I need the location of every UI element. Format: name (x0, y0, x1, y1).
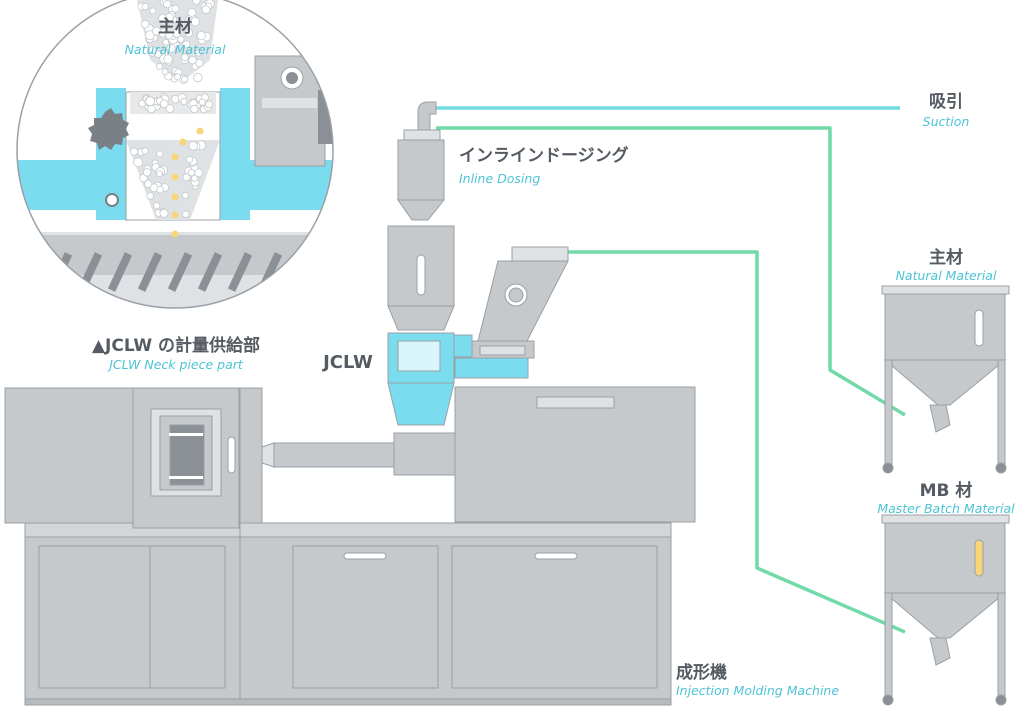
pellet (174, 73, 182, 81)
natural-label-en: Natural Material (896, 268, 997, 283)
labels: 主材 Natural Material 吸引 Suction インラインドージン… (92, 16, 1015, 698)
jclw-column (387, 101, 473, 426)
pellet (163, 0, 172, 9)
pellet (182, 173, 191, 182)
pellet (181, 191, 189, 199)
suction-label-jp: 吸引 (929, 92, 963, 112)
pellet (182, 40, 191, 49)
pellet (148, 45, 157, 54)
pellet (154, 50, 162, 58)
pellet (187, 7, 197, 17)
pellet (142, 168, 152, 177)
pellet (153, 202, 161, 210)
pellet (165, 104, 175, 113)
pellet (141, 2, 149, 11)
pellet (163, 54, 173, 64)
dosing-label-en: Inline Dosing (459, 171, 540, 186)
pellet (195, 58, 204, 68)
pellet (151, 26, 161, 36)
pellet (188, 141, 198, 151)
pellet (145, 96, 156, 107)
pellet (140, 19, 150, 29)
pellet (187, 168, 196, 177)
pellet (155, 62, 163, 70)
pellet (184, 28, 194, 38)
neck-label-en: JCLW Neck piece part (106, 357, 244, 372)
machine-label-jp: 成形機 (676, 662, 727, 683)
neck-label-jp: ▲JCLW の計量供給部 (92, 335, 260, 356)
pellet (133, 157, 143, 168)
mb-label-en: Master Batch Material (877, 501, 1015, 516)
pellet (156, 186, 164, 194)
jclw-label: JCLW (321, 352, 373, 373)
pellet (193, 72, 203, 83)
mb-feeder (454, 246, 569, 379)
pellet (194, 49, 202, 57)
inset-main-label-jp: 主材 (158, 16, 192, 37)
pellet (171, 4, 180, 13)
pellet (180, 97, 188, 105)
pipes (436, 106, 906, 634)
pellet (162, 38, 170, 46)
natural-label-jp: 主材 (929, 247, 963, 268)
pellet (149, 7, 157, 15)
pellet (166, 43, 176, 53)
pellet (172, 28, 182, 38)
injection-barrel (261, 432, 457, 476)
pellet (190, 104, 199, 114)
mb-material-tank (881, 514, 1010, 706)
natural-material-pipe (436, 126, 906, 417)
injection-unit (454, 386, 696, 523)
pellet (181, 53, 189, 62)
pellet (147, 104, 156, 114)
clamping-unit (4, 387, 263, 529)
dosing-label-jp: インラインドージング (459, 145, 629, 166)
pellet (205, 100, 214, 109)
inset-main-label-en: Natural Material (125, 42, 226, 57)
pellet (156, 150, 164, 158)
pellet (194, 168, 204, 178)
natural-material-tank (881, 285, 1010, 474)
inset-neck-view (16, 0, 334, 309)
pellet (201, 5, 211, 15)
pellet (181, 75, 189, 83)
pellet (144, 179, 153, 188)
pellet (196, 30, 206, 40)
pellet (141, 147, 149, 155)
pellet (182, 210, 190, 218)
pellet (159, 208, 169, 218)
pellet (188, 55, 197, 65)
mb-label-jp: MB 材 (920, 480, 973, 501)
pellet (156, 170, 163, 178)
pellet (159, 99, 169, 109)
suction-label-en: Suction (923, 114, 970, 129)
pellet (192, 0, 201, 5)
pellet (198, 98, 206, 106)
sight-glass-icon (105, 193, 119, 207)
machine-base (24, 522, 672, 706)
pellet (185, 155, 194, 164)
pellet (190, 16, 200, 27)
pellet (158, 13, 168, 23)
pellet (146, 192, 155, 200)
pellet (161, 68, 169, 76)
gear-icon (88, 108, 129, 150)
pellet (145, 30, 155, 41)
machine-label-en: Injection Molding Machine (676, 683, 839, 698)
pellet (130, 147, 139, 156)
mb-material-pipe (565, 250, 906, 634)
